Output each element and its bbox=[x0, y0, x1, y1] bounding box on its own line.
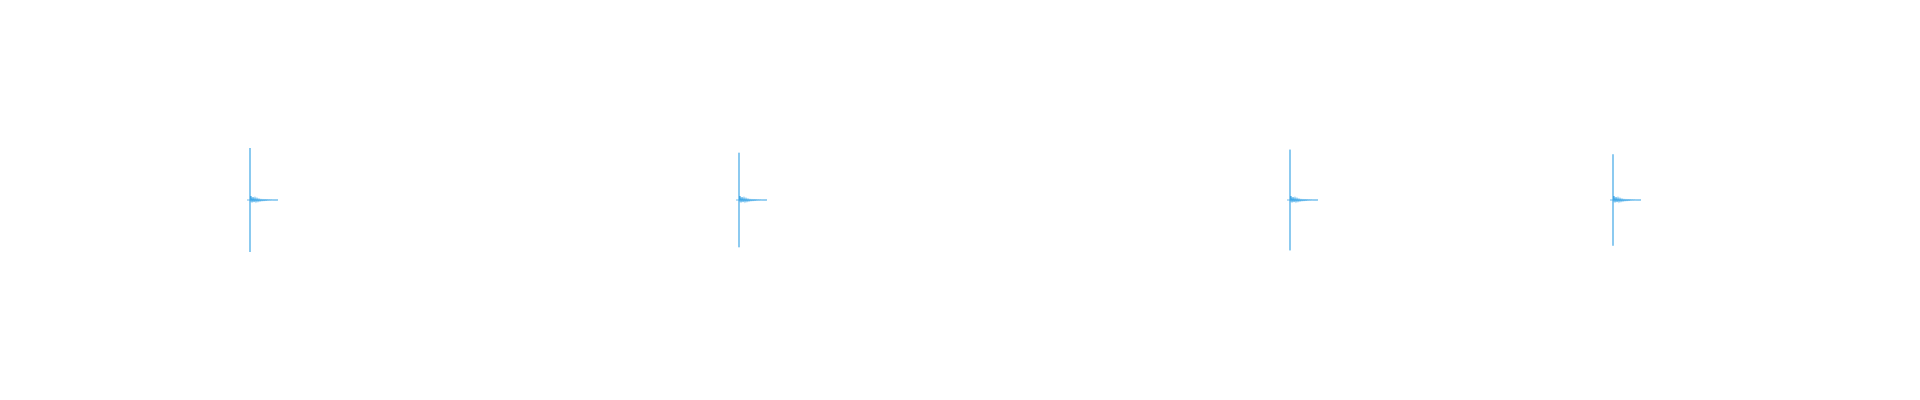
waveform-decay-2 bbox=[738, 195, 768, 204]
waveform-decay-1 bbox=[249, 195, 279, 204]
waveform-decay-3 bbox=[1289, 195, 1319, 204]
waveform-decay-4 bbox=[1612, 195, 1642, 204]
waveform-series bbox=[247, 148, 1642, 252]
